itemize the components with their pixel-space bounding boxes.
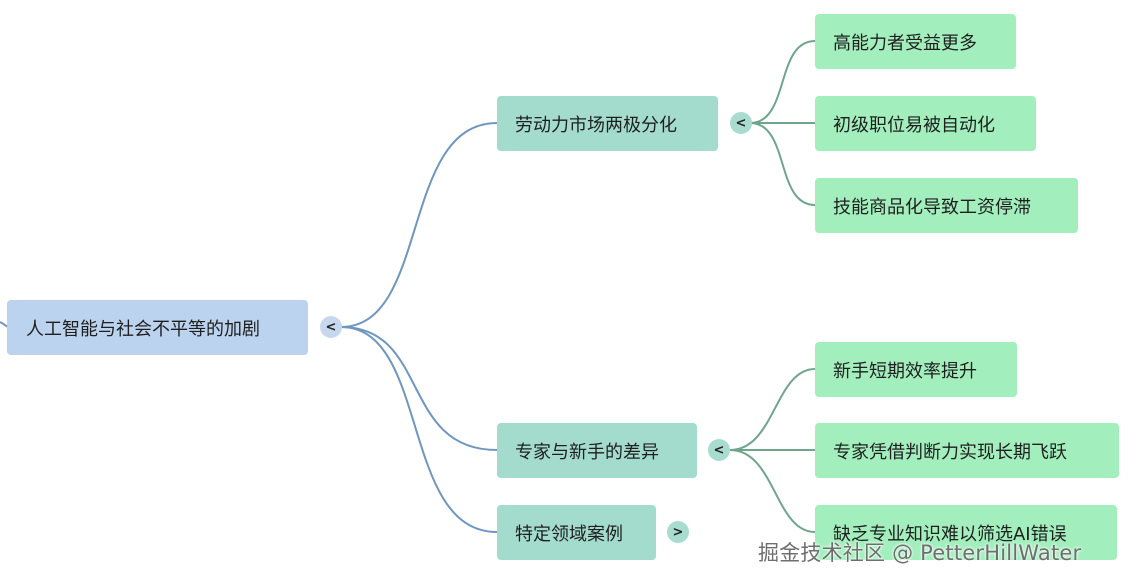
leaf-node-label: 高能力者受益更多 (833, 32, 977, 54)
edge-root-to-branch-2 (340, 326, 498, 533)
leaf-node-label: 新手短期效率提升 (833, 360, 977, 382)
root-node[interactable]: 人工智能与社会不平等的加剧 (7, 300, 308, 355)
leaf-node[interactable]: 新手短期效率提升 (815, 342, 1017, 397)
leaf-node[interactable]: 初级职位易被自动化 (815, 96, 1036, 151)
branch-expert-novice-collapse-toggle[interactable]: < (708, 439, 730, 461)
leaf-node-label: 缺乏专业知识难以筛选AI错误 (833, 523, 1067, 545)
collapse-toggle-glyph: < (713, 442, 725, 458)
watermark: 掘金技术社区 @ PetterHillWater (758, 541, 1082, 565)
branch-labor-market-collapse-toggle[interactable]: < (730, 112, 752, 134)
leaf-node-label: 技能商品化导致工资停滞 (833, 196, 1031, 218)
edge-branch-0-to-leaf-2 (749, 122, 816, 206)
leaf-node[interactable]: 专家凭借判断力实现长期飞跃 (815, 423, 1119, 478)
root-node-label: 人工智能与社会不平等的加剧 (26, 318, 260, 340)
leaf-node-label: 初级职位易被自动化 (833, 114, 995, 136)
branch-node-label: 劳动力市场两极分化 (515, 114, 677, 136)
root-collapse-toggle[interactable]: < (320, 316, 342, 338)
branch-domain-cases-expand-toggle[interactable]: > (667, 521, 689, 543)
branch-node-expert-novice[interactable]: 专家与新手的差异 (497, 423, 697, 478)
leaf-node[interactable]: 高能力者受益更多 (815, 14, 1016, 69)
leaf-node-label: 专家凭借判断力实现长期飞跃 (833, 441, 1067, 463)
leaf-node[interactable]: 缺乏专业知识难以筛选AI错误 (815, 505, 1117, 560)
branch-node-domain-cases[interactable]: 特定领域案例 (497, 505, 656, 560)
root-collapse-toggle-glyph: < (325, 319, 337, 335)
edge-root-to-branch-0 (340, 122, 498, 328)
edge-branch-1-to-leaf-2 (729, 449, 816, 533)
edge-branch-1-to-leaf-0 (729, 368, 816, 451)
leaf-node[interactable]: 技能商品化导致工资停滞 (815, 178, 1078, 233)
branch-node-labor-market[interactable]: 劳动力市场两极分化 (497, 96, 718, 151)
branch-node-label: 专家与新手的差异 (515, 441, 659, 463)
expand-toggle-glyph: > (672, 524, 684, 540)
edge-branch-0-to-leaf-0 (749, 40, 816, 124)
edge-root-to-branch-1 (340, 326, 498, 451)
branch-node-label: 特定领域案例 (515, 523, 623, 545)
collapse-toggle-glyph: < (735, 115, 747, 131)
